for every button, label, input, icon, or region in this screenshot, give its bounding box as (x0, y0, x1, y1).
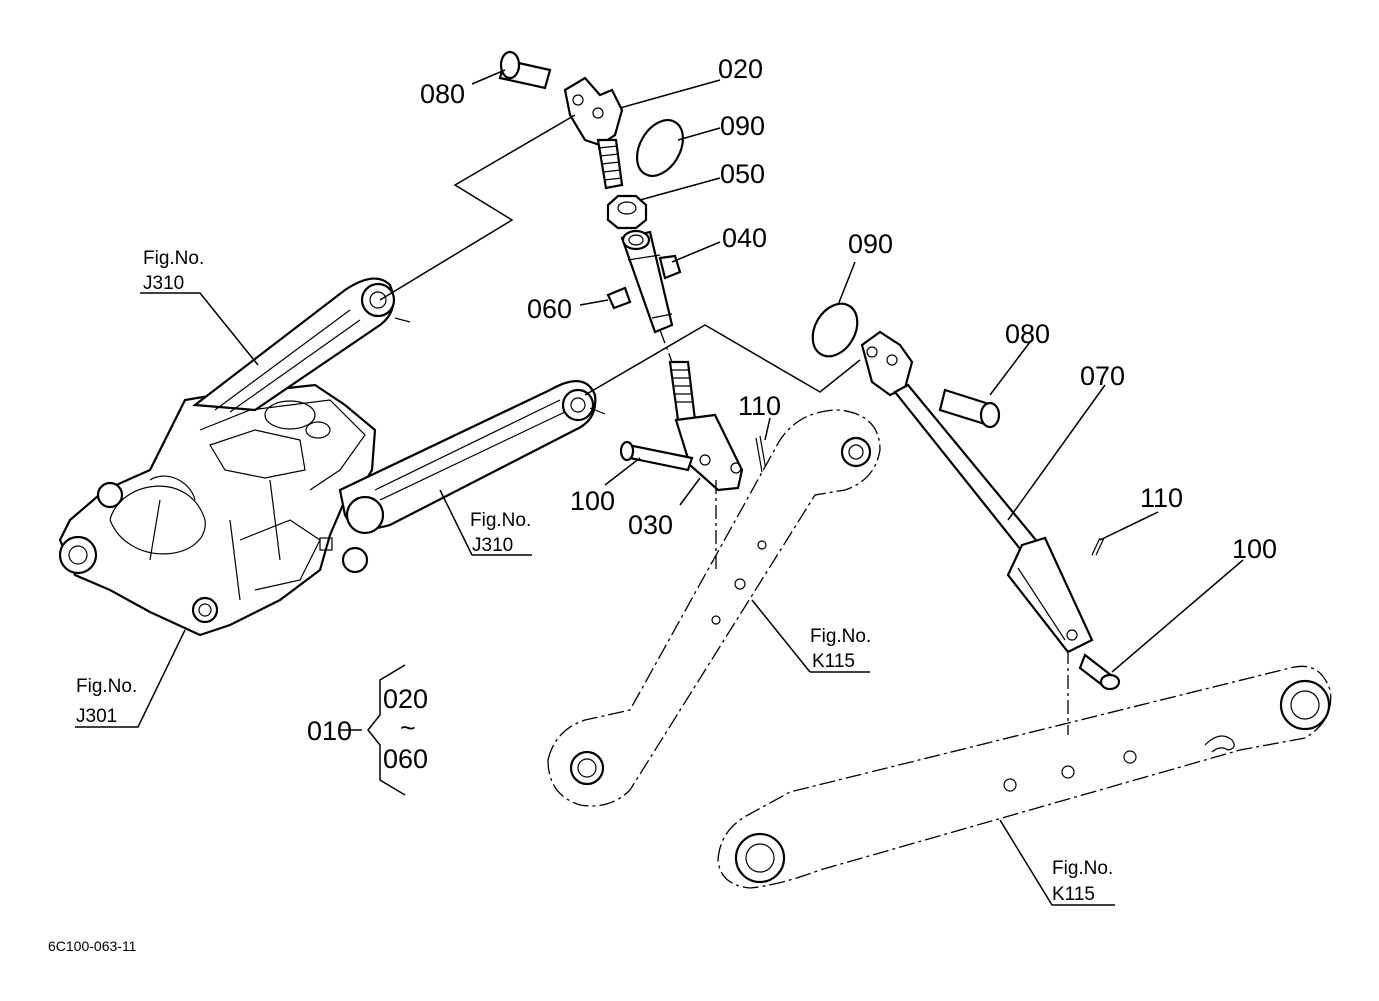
part-label-050: 050 (720, 159, 765, 189)
part-label-090: 090 (720, 111, 765, 141)
fig-ref-j310-upper-caption: Fig.No. (143, 248, 204, 269)
part-label-090-right: 090 (848, 229, 893, 259)
fig-ref-k115-right-number: K115 (1052, 884, 1095, 905)
lift-arms-drawing (192, 277, 606, 535)
fig-ref-j310-lower-number: J310 (472, 535, 513, 556)
leader-lines (75, 69, 1244, 906)
fig-ref-k115-right-caption: Fig.No. (1052, 858, 1113, 879)
part-label-110: 110 (738, 391, 781, 421)
fig-ref-j301-caption: Fig.No. (76, 676, 137, 697)
fig-ref-j310-lower-caption: Fig.No. (470, 510, 531, 531)
part-label-080-right: 080 (1005, 319, 1050, 349)
assembly-range-end: 060 (383, 744, 428, 774)
assembly-number: 010 (307, 716, 352, 746)
part-label-080: 080 (420, 79, 465, 109)
part-label-020: 020 (718, 54, 763, 84)
part-label-060: 060 (527, 294, 572, 324)
fig-ref-k115-left-number: K115 (812, 651, 855, 672)
fig-ref-j301-number: J301 (76, 706, 117, 727)
assembly-range-start: 020 (383, 684, 428, 714)
assembly-range-tilde: ~ (400, 713, 416, 743)
check-link-assembly-drawing (811, 302, 1121, 691)
part-label-100-right: 100 (1232, 534, 1277, 564)
part-label-030: 030 (628, 510, 673, 540)
drawing-code: 6C100-063-11 (48, 938, 137, 954)
fig-ref-j310-upper-number: J310 (143, 273, 184, 294)
part-label-070: 070 (1080, 361, 1125, 391)
part-label-110-right: 110 (1140, 483, 1183, 513)
part-label-040: 040 (722, 223, 767, 253)
part-label-100: 100 (570, 486, 615, 516)
hydraulic-housing-drawing (58, 383, 383, 637)
lower-links-drawing (547, 409, 1332, 889)
fig-ref-k115-left-caption: Fig.No. (810, 626, 871, 647)
